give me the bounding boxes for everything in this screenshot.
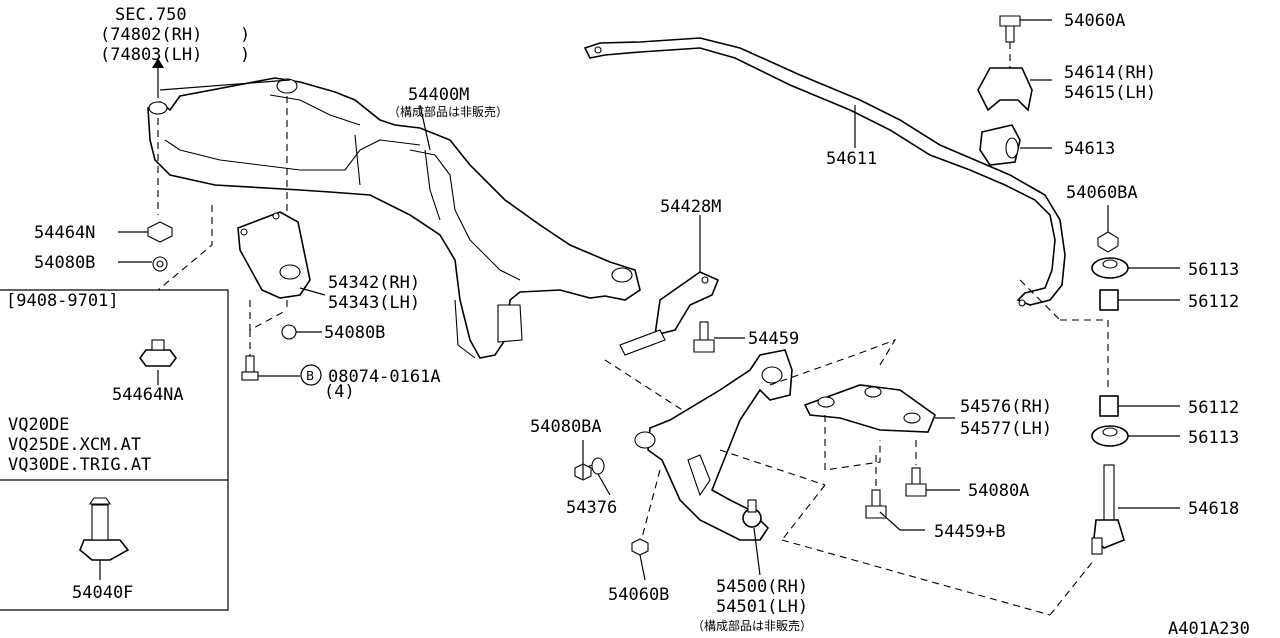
part-56112-label-1: 56112 bbox=[1188, 292, 1239, 312]
part-54501-label: 54501(LH) bbox=[716, 597, 808, 617]
part-54060a-label: 54060A bbox=[1064, 11, 1125, 31]
part-56113-label-1: 56113 bbox=[1188, 260, 1239, 280]
part-56113-label-2: 56113 bbox=[1188, 428, 1239, 448]
svg-text:): ) bbox=[240, 25, 250, 45]
part-54080a-label: 54080A bbox=[968, 481, 1029, 501]
mount-bracket-drawing bbox=[237, 211, 311, 299]
not-sold-note-1: （構成部品は非販売） bbox=[388, 104, 508, 119]
part-54500-label: 54500(RH) bbox=[716, 577, 808, 597]
height-sensor-bracket-drawing bbox=[619, 271, 720, 356]
stabilizer-bar-drawing bbox=[583, 37, 1108, 321]
engine-label-2: VQ25DE.XCM.AT bbox=[8, 435, 141, 455]
bar-clamp-parts bbox=[977, 15, 1129, 555]
part-54428m-label: 54428M bbox=[660, 197, 721, 217]
part-54080ba-label: 54080BA bbox=[530, 417, 602, 437]
engine-label-1: VQ20DE bbox=[8, 415, 69, 435]
part-08074-label: 08074-0161A bbox=[328, 367, 441, 387]
bolt-b-letter: B bbox=[306, 369, 314, 383]
sec750-arrow bbox=[152, 58, 291, 98]
part-54400m-label: 54400M bbox=[408, 85, 469, 105]
part-56112-label-2: 56112 bbox=[1188, 398, 1239, 418]
part-54615-label: 54615(LH) bbox=[1064, 83, 1156, 103]
part-54080b-label-2: 54080B bbox=[324, 323, 385, 343]
part-54459-label: 54459 bbox=[748, 329, 799, 349]
bracket-54576-drawing bbox=[769, 338, 936, 519]
small-parts-arm bbox=[574, 457, 649, 556]
engine-variant-inset bbox=[0, 289, 229, 611]
sec750-lh-label: (74803(LH) bbox=[100, 45, 202, 65]
part-54376-label: 54376 bbox=[566, 498, 617, 518]
part-54080b-label-1: 54080B bbox=[34, 253, 95, 273]
part-54342-label: 54342(RH) bbox=[328, 273, 420, 293]
svg-text:): ) bbox=[240, 45, 250, 65]
small-parts-left bbox=[79, 221, 297, 561]
part-54611-label: 54611 bbox=[826, 149, 877, 169]
part-54459b-label: 54459+B bbox=[934, 522, 1006, 542]
date-range-label: [9408-9701] bbox=[6, 291, 119, 311]
part-08074-qty-label: (4) bbox=[324, 382, 355, 402]
part-labels: SEC.750 (74802(RH) (74803(LH) ) ) 54400M… bbox=[6, 5, 1250, 638]
part-54464n-label: 54464N bbox=[34, 223, 95, 243]
part-54618-label: 54618 bbox=[1188, 499, 1239, 519]
part-54060b-label: 54060B bbox=[608, 585, 669, 605]
part-54040f-label: 54040F bbox=[72, 583, 133, 603]
part-54614-label: 54614(RH) bbox=[1064, 63, 1156, 83]
part-54613-label: 54613 bbox=[1064, 139, 1115, 159]
not-sold-note-2: （構成部品は非販売） bbox=[692, 618, 812, 633]
subframe-dashed-leaders bbox=[157, 96, 288, 360]
lower-arm-drawing bbox=[634, 349, 1095, 616]
sec750-rh-label: (74802(RH) bbox=[100, 25, 202, 45]
part-54577-label: 54577(LH) bbox=[960, 419, 1052, 439]
diagram-reference-code: A401A230 bbox=[1168, 619, 1250, 638]
leader-lines bbox=[99, 19, 1180, 581]
suspension-member-drawing bbox=[147, 77, 641, 359]
sec750-label: SEC.750 bbox=[115, 5, 187, 25]
part-54060ba-label: 54060BA bbox=[1066, 183, 1138, 203]
bolt-b-circle bbox=[300, 364, 322, 386]
part-54343-label: 54343(LH) bbox=[328, 293, 420, 313]
part-54464na-label: 54464NA bbox=[112, 385, 184, 405]
engine-label-3: VQ30DE.TRIG.AT bbox=[8, 455, 151, 475]
part-54576-label: 54576(RH) bbox=[960, 397, 1052, 417]
